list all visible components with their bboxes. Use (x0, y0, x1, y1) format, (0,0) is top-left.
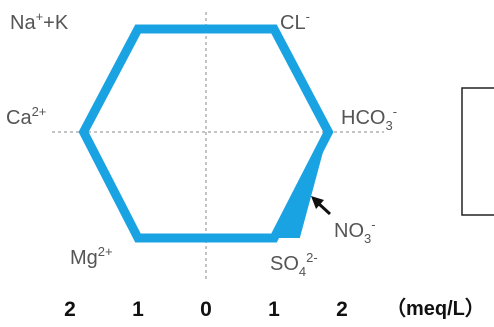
ion-label-so4: SO42- (270, 250, 318, 279)
ion-label-ca: Ca2+ (6, 104, 46, 129)
side-panel (461, 87, 494, 216)
ion-label-no3: NO3- (334, 217, 376, 246)
ion-label-hco3: HCO3- (341, 104, 397, 133)
x-tick-labels: 2 1 0 1 2 (64, 298, 348, 321)
annotation-arrow (316, 201, 332, 216)
ion-label-mg: Mg2+ (70, 244, 113, 269)
x-tick-label: 1 (268, 298, 280, 321)
annotation-arrow-head (311, 196, 324, 209)
ion-label-na-k: Na++K (10, 9, 69, 34)
x-tick-label: 0 (200, 298, 212, 321)
nitrate-wedge (274, 132, 329, 238)
x-tick-label: 1 (132, 298, 144, 321)
unit-label: （meq/L） (386, 297, 485, 320)
ion-label-cl: CL- (280, 9, 310, 34)
x-tick-label: 2 (336, 298, 348, 321)
x-tick-label: 2 (64, 298, 76, 321)
